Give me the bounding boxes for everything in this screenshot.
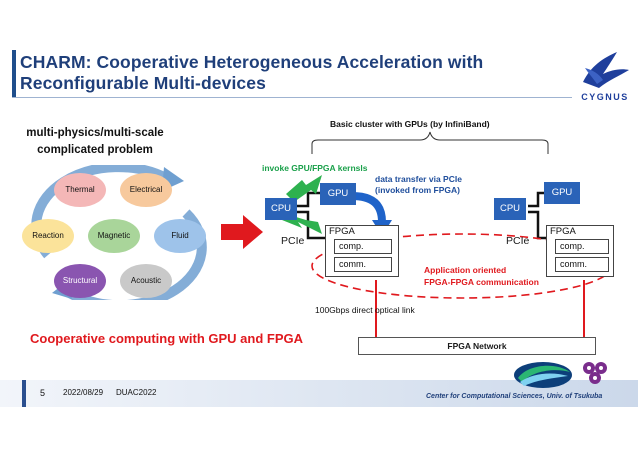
- fpga-label-right: FPGA: [550, 226, 576, 237]
- slide-title-line-1: CHARM: Cooperative Heterogeneous Acceler…: [20, 52, 484, 72]
- red-right-arrow-icon: [221, 215, 263, 249]
- problem-line-1: multi-physics/multi-scale: [26, 127, 164, 139]
- cooperative-computing-headline: Cooperative computing with GPU and FPGA: [30, 331, 304, 346]
- page-number: 5: [40, 388, 46, 398]
- ccs-logo: [514, 362, 572, 388]
- comm-box-right: comm.: [555, 257, 609, 272]
- pcie-label-right: PCIe: [506, 235, 530, 247]
- fpga-box-left: FPGA comp. comm.: [325, 225, 399, 277]
- slide-title-line-2: Reconfigurable Multi-devices: [20, 73, 266, 93]
- fpga-box-right: FPGA comp. comm.: [546, 225, 614, 277]
- thermal-bubble: Thermal: [54, 173, 106, 207]
- problem-line-2: complicated problem: [37, 144, 153, 156]
- structural-bubble: Structural: [54, 264, 106, 298]
- gpu-box-left: GPU: [320, 183, 356, 205]
- comp-box-left: comp.: [334, 239, 392, 254]
- magnetic-bubble: Magnetic: [88, 219, 140, 253]
- acoustic-bubble: Acoustic: [120, 264, 172, 298]
- electrical-bubble: Electrical: [120, 173, 172, 207]
- optical-link-label: 100Gbps direct optical link: [315, 305, 415, 315]
- cluster-brace: [311, 131, 549, 154]
- reaction-bubble: Reaction: [22, 219, 74, 253]
- comm-box-left: comm.: [334, 257, 392, 272]
- cygnus-logo-text: CYGNUS: [581, 92, 629, 102]
- footer-accent: [22, 380, 26, 407]
- tsukuba-logo: [583, 362, 607, 384]
- cpu-box-right: CPU: [494, 198, 526, 220]
- fpga-label-left: FPGA: [329, 226, 355, 237]
- comp-box-right: comp.: [555, 239, 609, 254]
- cygnus-logo: [583, 52, 629, 88]
- title-divider: [12, 97, 572, 98]
- app-comm-label: Application oriented FPGA-FPGA communica…: [424, 264, 539, 288]
- cluster-label: Basic cluster with GPUs (by InfiniBand): [330, 119, 490, 129]
- pcie-label-left: PCIe: [281, 235, 305, 247]
- cpu-box-left: CPU: [265, 198, 297, 220]
- physics-cycle-diagram: Thermal Electrical Reaction Magnetic Flu…: [18, 165, 213, 300]
- app-comm-line-2: FPGA-FPGA communication: [424, 277, 539, 287]
- data-transfer-label: data transfer via PCIe (invoked from FPG…: [375, 174, 462, 196]
- fluid-bubble: Fluid: [154, 219, 206, 253]
- invoke-kernels-label: invoke GPU/FPGA kernsls: [262, 163, 368, 173]
- title-accent-bar: [12, 50, 16, 98]
- gpu-box-right: GPU: [544, 182, 580, 204]
- footer-institution: Center for Computational Sciences, Univ.…: [426, 393, 603, 400]
- footer-date: 2022/08/29: [63, 388, 104, 397]
- problem-description: multi-physics/multi-scale complicated pr…: [20, 125, 170, 159]
- data-transfer-line-1: data transfer via PCIe: [375, 174, 462, 184]
- data-transfer-line-2: (invoked from FPGA): [375, 185, 461, 195]
- footer-conference: DUAC2022: [116, 388, 157, 397]
- fpga-network-box: FPGA Network: [358, 337, 596, 355]
- app-comm-line-1: Application oriented: [424, 265, 507, 275]
